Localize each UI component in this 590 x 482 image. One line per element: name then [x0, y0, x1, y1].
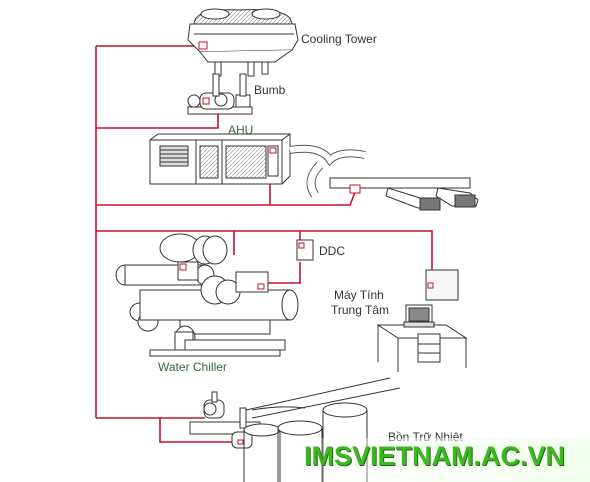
wire-tank-pump — [159, 418, 240, 443]
label-cooling-tower: Cooling Tower — [301, 32, 377, 46]
label-computer-line1: Máy Tính — [334, 288, 384, 302]
pump-top — [187, 73, 253, 115]
wire-ahu — [96, 189, 357, 206]
label-ahu: AHU — [228, 123, 254, 137]
label-pump: Bumb — [254, 83, 286, 97]
central-computer — [376, 269, 468, 372]
water-chiller — [115, 233, 299, 357]
ahu-unit — [149, 133, 479, 211]
ddc-controller — [296, 239, 314, 261]
cooling-tower — [187, 8, 299, 77]
label-water-chiller: Water Chiller — [158, 360, 227, 374]
label-computer-line2: Trung Tâm — [331, 303, 390, 317]
control-wiring — [95, 45, 433, 443]
watermark-text: IMSVIETNAM.AC.VN — [304, 441, 566, 471]
wire-ddc-computer — [96, 230, 433, 283]
label-ddc: DDC — [319, 244, 345, 258]
wire-chiller-2 — [268, 262, 301, 284]
watermark-background — [296, 438, 590, 482]
